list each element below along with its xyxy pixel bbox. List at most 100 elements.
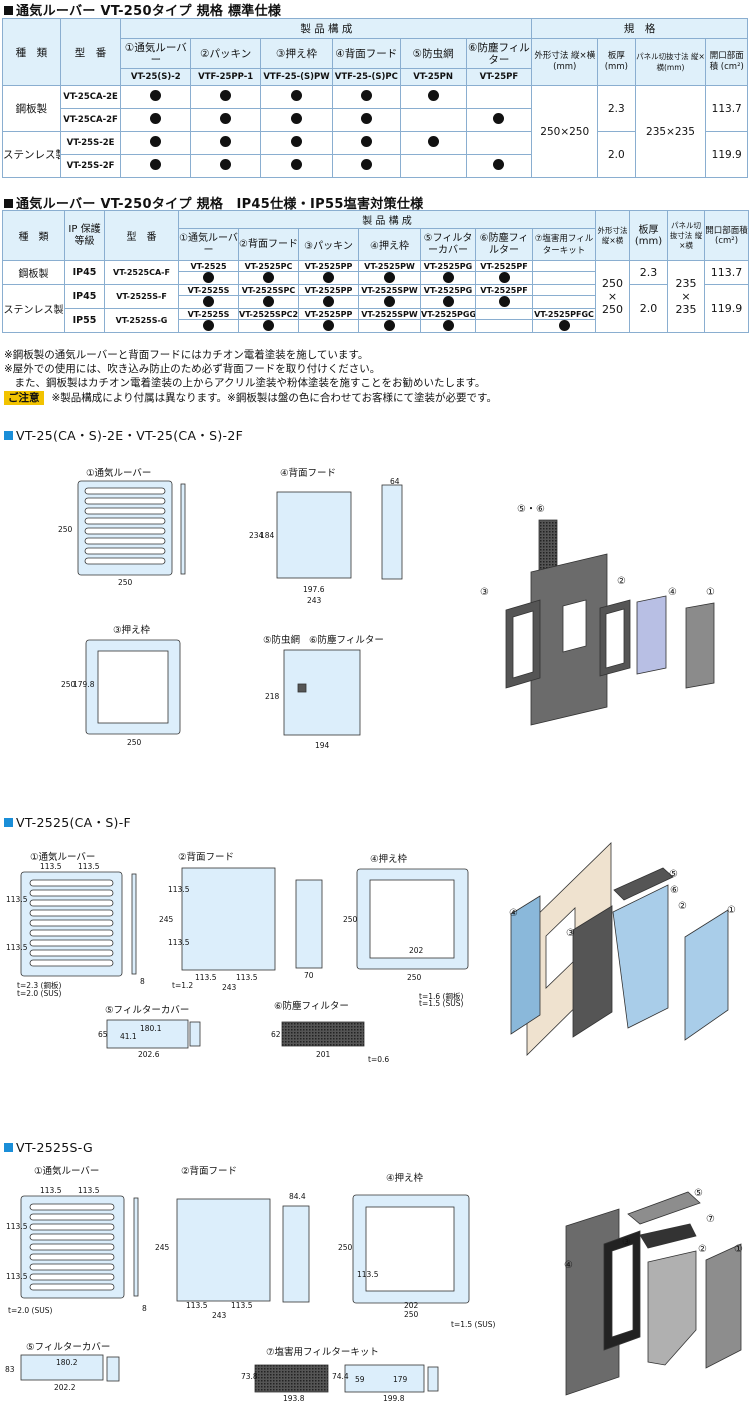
dim: 250 <box>407 973 422 982</box>
comp-7: ⑦塩害用フィルターキット <box>531 228 597 261</box>
sec1-label-filter: ⑥防塵フィルター <box>309 635 384 646</box>
empty-cell <box>399 108 467 132</box>
dim: 243 <box>222 983 237 992</box>
dim: 8 <box>140 977 145 986</box>
thickness-note: t=1.2 <box>172 981 194 990</box>
sec1-exp-3: ③ <box>480 587 489 598</box>
part-cell: VT-2525S <box>178 284 239 309</box>
dim: 218 <box>265 692 280 701</box>
sec2-label-louver: ①通気ルーバー <box>30 852 96 863</box>
included-dot-icon <box>323 320 334 331</box>
sec2-dust-filter <box>281 1021 365 1047</box>
dim: 83 <box>5 1365 15 1374</box>
included-dot-icon <box>203 296 214 307</box>
included-dot-icon <box>442 296 454 307</box>
dim: 250 <box>338 1243 353 1252</box>
dot-cell <box>399 131 467 155</box>
sec1-exp-1: ① <box>706 587 715 598</box>
sec2-frame <box>356 868 469 970</box>
model-cell: VT-2525S-G <box>104 308 179 333</box>
included-dot-icon <box>150 113 162 124</box>
dim: 179.8 <box>73 680 95 689</box>
dot-cell <box>331 131 401 155</box>
dim: 113.5 <box>6 1272 28 1281</box>
hdr-composition: 製 品 構 成 <box>120 18 533 39</box>
dot-cell <box>260 85 333 109</box>
sec3-label-louver: ①通気ルーバー <box>34 1166 100 1177</box>
sec1-label-louver: ①通気ルーバー <box>86 468 152 479</box>
sec3-filter-cover <box>20 1354 120 1382</box>
square-bullet-icon <box>4 199 13 208</box>
thick-steel: 2.3 <box>597 85 636 132</box>
included-dot-icon <box>220 113 232 124</box>
thickness-note: t=1.5 (SUS) <box>419 999 464 1008</box>
comp-4: ④押え枠 <box>358 228 421 261</box>
comp-1: ①通気ルーバー <box>120 38 192 69</box>
dim: 250 <box>118 578 133 587</box>
dim: 243 <box>212 1311 227 1320</box>
included-dot-icon <box>498 296 510 307</box>
comp-6: ⑥防塵フィルター <box>465 38 533 69</box>
included-dot-icon <box>360 136 372 147</box>
thickness-note: t=1.5 (SUS) <box>451 1320 496 1329</box>
included-dot-icon <box>498 272 510 283</box>
included-dot-icon <box>150 159 162 170</box>
comp-3: ③パッキン <box>298 228 359 261</box>
comp-2: ②背面フード <box>238 228 299 261</box>
spec-table-standard: 種 類 型 番 製 品 構 成 規 格 ①通気ルーバー ②パッキン ③押え枠 ④… <box>2 18 748 178</box>
part-code-4: VTF-25-(S)PC <box>331 68 401 86</box>
material-stainless: ステンレス製 <box>2 131 61 178</box>
dim: 113.5 <box>40 1186 62 1195</box>
dim: 113.5 <box>6 1222 28 1231</box>
part-cell: VT-2525PP <box>298 260 359 285</box>
model-cell: VT-25S-2E <box>59 131 122 155</box>
dim: 73.8 <box>241 1372 258 1381</box>
comp-5: ⑤フィルターカバー <box>420 228 476 261</box>
sec2-label-cover: ⑤フィルターカバー <box>105 1005 190 1016</box>
dim: 113.5 <box>357 1270 379 1279</box>
hdr-model: 型 番 <box>59 18 122 86</box>
dim: 65 <box>98 1030 108 1039</box>
dim: 74.4 <box>332 1372 349 1381</box>
included-dot-icon <box>427 90 439 101</box>
part-cell: VT-2525PF <box>475 284 533 309</box>
included-dot-icon <box>360 159 372 170</box>
dim: 113.5 <box>231 1301 253 1310</box>
square-bullet-icon <box>4 431 13 440</box>
part-cell: VT-2525PC <box>238 260 299 285</box>
sec3-label-frame: ④押え枠 <box>386 1173 424 1184</box>
sec1-hood-front <box>276 484 403 580</box>
sec3-exp-5: ⑤ <box>694 1188 703 1199</box>
sec1-title: VT-25(CA・S)-2E・VT-25(CA・S)-2F <box>4 425 243 444</box>
sec1-label-frame: ③押え枠 <box>113 625 151 636</box>
part-cell: VT-2525PW <box>358 260 421 285</box>
dim: 113.5 <box>40 862 62 871</box>
dim: 113.5 <box>6 943 28 952</box>
sec2-label-frame: ④押え枠 <box>370 854 408 865</box>
part-cell: VT-2525SPC <box>238 284 299 309</box>
sec1-exp-2: ② <box>617 576 626 587</box>
included-dot-icon <box>150 90 162 101</box>
dot-cell <box>399 85 467 109</box>
hdr-composition: 製 品 構 成 <box>177 210 597 229</box>
sec1-label-net: ⑤防虫網 <box>263 635 301 646</box>
material-steel: 鋼板製 <box>2 260 65 285</box>
sec1-net-filter <box>283 649 361 736</box>
included-dot-icon <box>220 136 232 147</box>
dim: 41.1 <box>120 1032 137 1041</box>
sec3-louver-front <box>20 1195 139 1299</box>
part-cell <box>475 308 533 333</box>
part-cell: VT-2525PFGC <box>531 308 597 333</box>
included-dot-icon <box>323 272 334 283</box>
dim: 245 <box>155 1243 170 1252</box>
dot-cell <box>331 108 401 132</box>
dim: 113.5 <box>168 938 190 947</box>
cut-size: 235×235 <box>634 85 707 178</box>
hdr-type: 種 類 <box>2 210 65 261</box>
included-dot-icon <box>384 320 395 331</box>
dim: 64 <box>390 477 400 486</box>
dim: 250 <box>343 915 358 924</box>
thickness-note: t=2.0 (SUS) <box>8 1306 53 1315</box>
dim: 62 <box>271 1030 281 1039</box>
note-3: また、鋼板製はカチオン電着塗装の上からアクリル塗装や粉体塗装を施すことをお勧めい… <box>4 377 486 389</box>
